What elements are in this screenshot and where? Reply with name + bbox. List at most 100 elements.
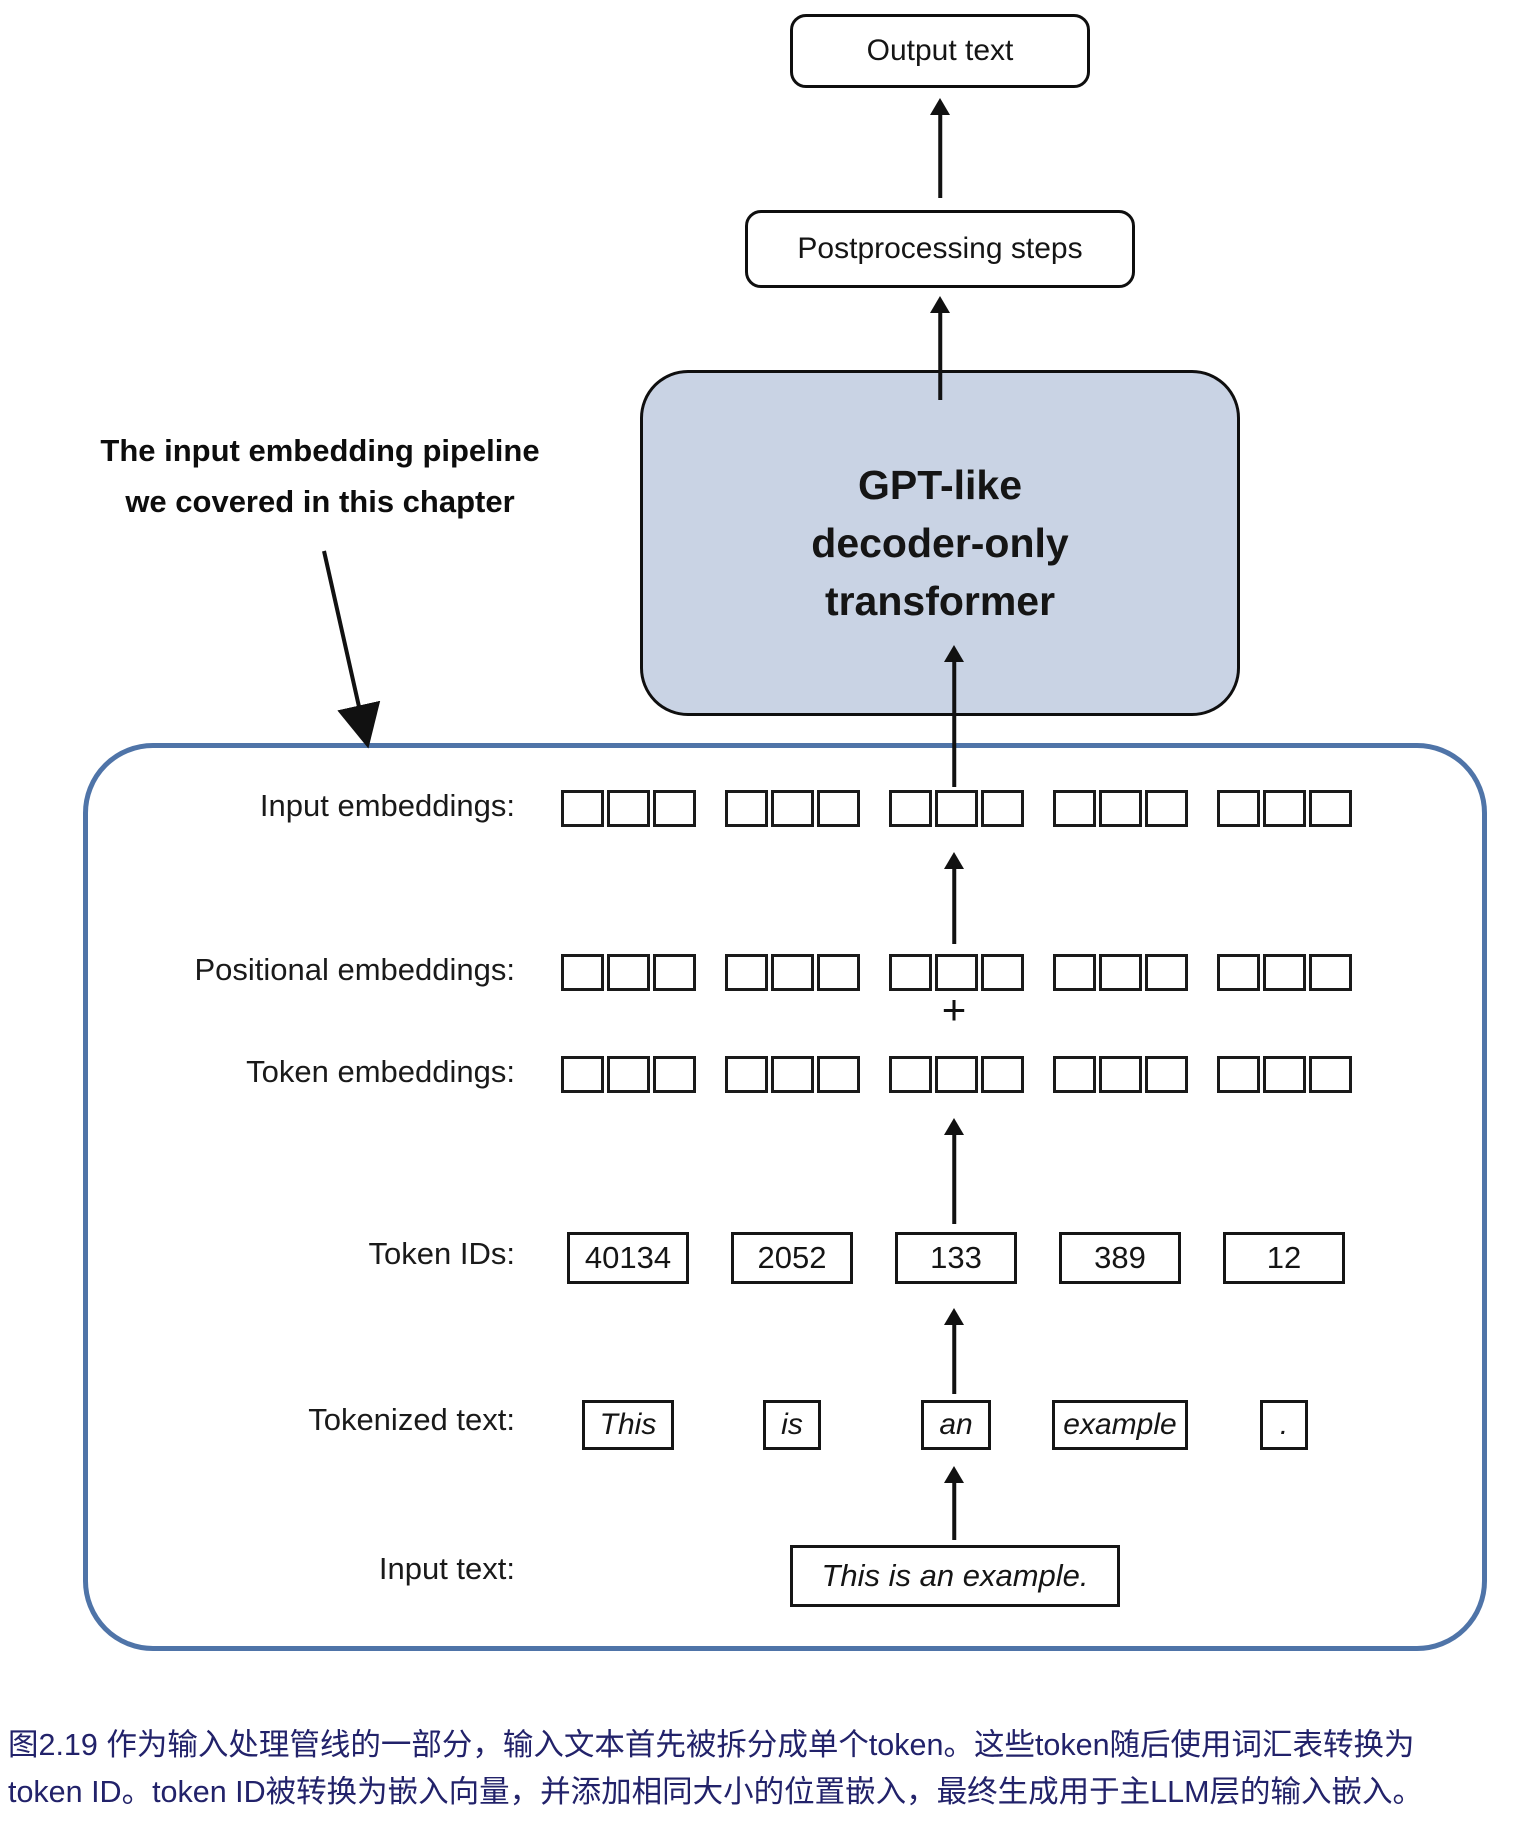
embedding-square [980, 954, 1024, 991]
embedding-square [980, 790, 1024, 827]
embedding-vector-group [560, 954, 696, 991]
embedding-square [560, 954, 604, 991]
embedding-square [1144, 954, 1188, 991]
embedding-square [606, 790, 650, 827]
embedding-vector-group [1052, 954, 1188, 991]
plus-sign: + [941, 986, 967, 1033]
label-positional-embeddings: Positional embeddings: [194, 952, 515, 987]
embedding-square [1308, 954, 1352, 991]
embedding-square [1308, 790, 1352, 827]
embedding-square [1098, 1056, 1142, 1093]
annotation-text: The input embedding pipeline we covered … [100, 433, 540, 520]
embedding-vector-group [1052, 790, 1188, 827]
label-tokenized-text: Tokenized text: [308, 1402, 515, 1437]
embedding-square [724, 954, 768, 991]
arrow-up-embeddings-to-gpt [944, 645, 964, 787]
token-text-box: . [1260, 1400, 1308, 1450]
arrow-up-tokenids-to-embeddings [944, 1118, 964, 1224]
token-ids-row: 40134 2052 133 389 12 [560, 1232, 1360, 1284]
postprocessing-box: Postprocessing steps [745, 210, 1135, 288]
output-text-label: Output text [866, 34, 1014, 67]
embedding-square [606, 1056, 650, 1093]
embedding-vector-group [1216, 1056, 1352, 1093]
token-text-box: is [763, 1400, 821, 1450]
embedding-vector-group [560, 790, 696, 827]
embedding-square [652, 1056, 696, 1093]
embedding-square [560, 790, 604, 827]
embedding-vector-group [1216, 954, 1352, 991]
embedding-square [1216, 790, 1260, 827]
embedding-square [1144, 790, 1188, 827]
arrow-up-tokenized-to-tokenids [944, 1308, 964, 1394]
embedding-square [816, 790, 860, 827]
embedding-square [606, 954, 650, 991]
embedding-square [1144, 1056, 1188, 1093]
label-token-ids: Token IDs: [368, 1236, 515, 1271]
embedding-square [1052, 790, 1096, 827]
embedding-square [724, 790, 768, 827]
embedding-square [888, 954, 932, 991]
embedding-square [1262, 954, 1306, 991]
token-text-box: example [1052, 1400, 1188, 1450]
embedding-square [770, 790, 814, 827]
embedding-square [1098, 954, 1142, 991]
token-id-box: 2052 [731, 1232, 853, 1284]
token-id-box: 40134 [567, 1232, 689, 1284]
label-token-embeddings: Token embeddings: [246, 1054, 515, 1089]
embedding-square [1262, 790, 1306, 827]
embedding-square [1216, 1056, 1260, 1093]
figure-caption: 图2.19 作为输入处理管线的一部分，输入文本首先被拆分成单个token。这些t… [8, 1728, 1424, 1809]
embedding-square [980, 1056, 1024, 1093]
embedding-square [770, 954, 814, 991]
embedding-square [816, 954, 860, 991]
input-embeddings-row [560, 790, 1360, 827]
embedding-vector-group [724, 790, 860, 827]
gpt-transformer-box: GPT-like decoder-only transformer [640, 370, 1240, 716]
embedding-vector-group [560, 1056, 696, 1093]
embedding-vector-group [888, 1056, 1024, 1093]
positional-embeddings-row [560, 954, 1360, 991]
embedding-square [652, 790, 696, 827]
gpt-transformer-label: GPT-like decoder-only transformer [811, 461, 1069, 625]
label-input-text: Input text: [378, 1551, 515, 1586]
embedding-vector-group [1052, 1056, 1188, 1093]
annotation-arrow [322, 550, 381, 749]
embedding-square [1052, 954, 1096, 991]
embedding-square [888, 1056, 932, 1093]
embedding-square [560, 1056, 604, 1093]
embedding-vector-group [1216, 790, 1352, 827]
embedding-vector-group [888, 954, 1024, 991]
embedding-square [816, 1056, 860, 1093]
arrow-up-gpt-to-postprocessing [930, 296, 950, 400]
embedding-square [1262, 1056, 1306, 1093]
token-id-box: 389 [1059, 1232, 1181, 1284]
input-text-box: This is an example. [790, 1545, 1120, 1607]
embedding-square [934, 1056, 978, 1093]
postprocessing-label: Postprocessing steps [797, 232, 1083, 265]
embedding-square [888, 790, 932, 827]
token-id-box: 133 [895, 1232, 1017, 1284]
embedding-square [1216, 954, 1260, 991]
embedding-square [652, 954, 696, 991]
embedding-square [1098, 790, 1142, 827]
pipeline-container [83, 743, 1487, 1651]
embedding-square [770, 1056, 814, 1093]
embedding-vector-group [888, 790, 1024, 827]
embedding-square [1052, 1056, 1096, 1093]
arrow-up-inputtext-to-tokenized [944, 1466, 964, 1540]
token-id-box: 12 [1223, 1232, 1345, 1284]
token-embeddings-row [560, 1056, 1360, 1093]
embedding-vector-group [724, 1056, 860, 1093]
embedding-square [934, 790, 978, 827]
arrow-up-postprocessing-to-output [930, 98, 950, 198]
label-input-embeddings: Input embeddings: [259, 788, 515, 823]
token-text-box: This [581, 1400, 675, 1450]
embedding-vector-group [724, 954, 860, 991]
arrow-up-positional-to-input-embeddings [944, 852, 964, 944]
embedding-square [724, 1056, 768, 1093]
embedding-square [1308, 1056, 1352, 1093]
output-text-box: Output text [790, 14, 1090, 88]
embedding-square [934, 954, 978, 991]
